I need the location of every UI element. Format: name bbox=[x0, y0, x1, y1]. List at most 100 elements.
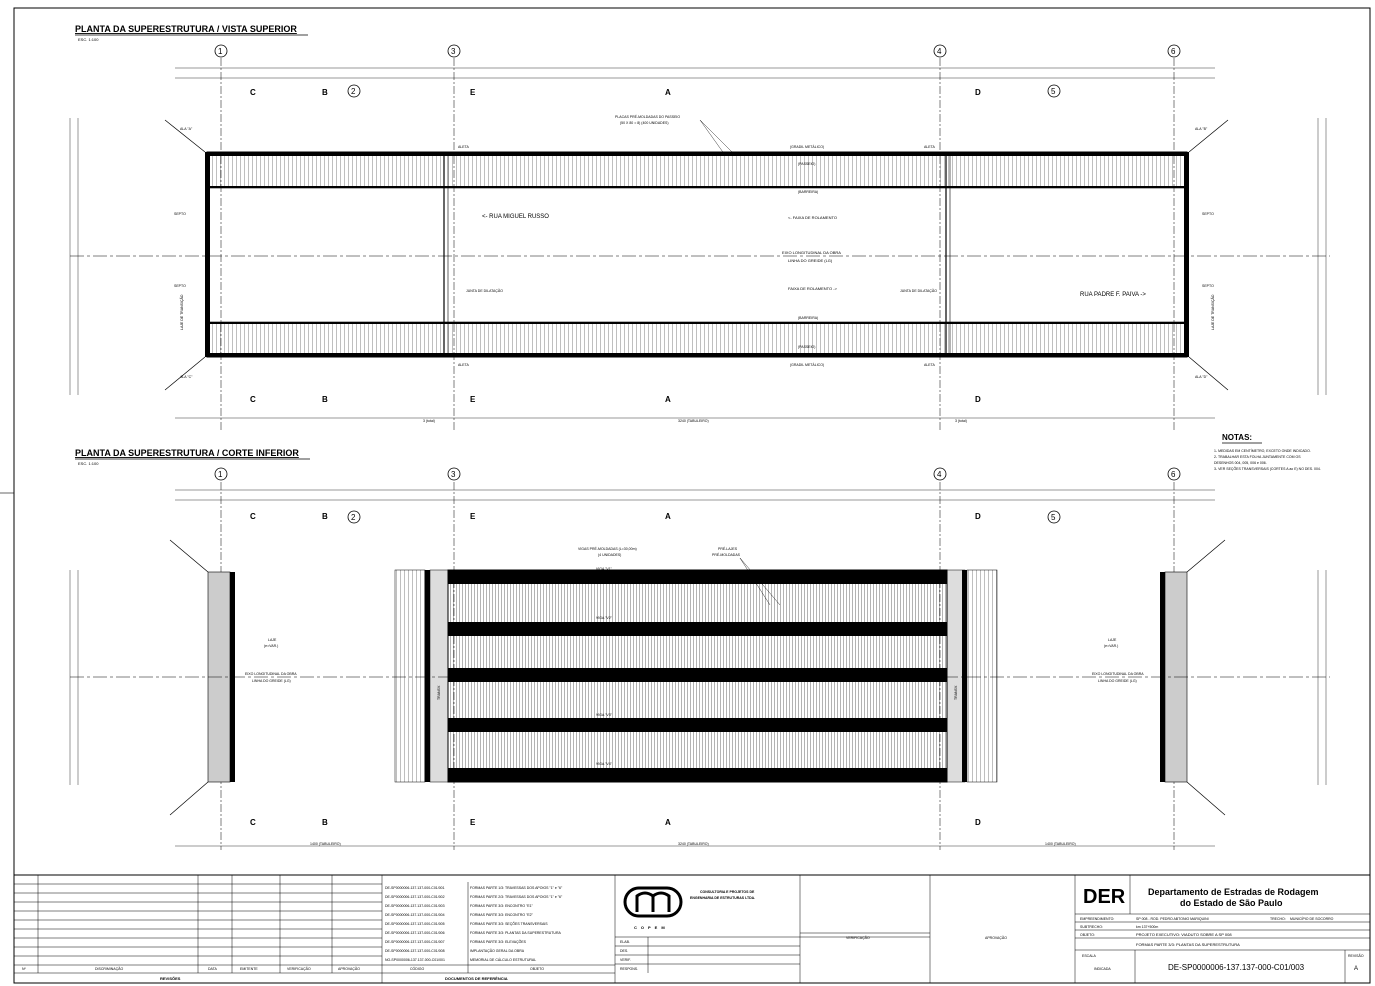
escala: INDICADA bbox=[1094, 967, 1111, 971]
subtrecho: km 137+500m bbox=[1136, 925, 1158, 929]
note-3: DESENHOS 004, 005, 006 e 006. bbox=[1214, 461, 1267, 465]
section-mark-b-top: B bbox=[322, 88, 328, 97]
curb-top: (BARREIRA) bbox=[798, 190, 818, 194]
laje-right: LAJE bbox=[1108, 638, 1117, 642]
axis-label-bot-left-1: EIXO LONGITUDINAL DA OBRA bbox=[245, 672, 297, 676]
bottom-plan-title: PLANTA DA SUPERESTRUTURA / CORTE INFERIO… bbox=[75, 448, 299, 458]
top-grid-bubbles bbox=[214, 44, 1181, 98]
rev-col-data: DATA bbox=[208, 967, 217, 971]
ref-code-header: CÓDIGO bbox=[410, 966, 424, 971]
wing-a-top: ALA "A" bbox=[180, 127, 193, 131]
span-right-bot: 1400 (TABULEIRO) bbox=[1045, 842, 1076, 846]
section-mark-d-top: D bbox=[975, 88, 981, 97]
septo-top-4: SEPTO bbox=[1202, 284, 1214, 288]
laje-left: LAJE bbox=[268, 638, 277, 642]
ref-code: DE-SP0000006-137.137-000-C01/001 bbox=[385, 886, 445, 890]
company-logo-text: COPEM bbox=[634, 925, 669, 930]
sidewalk-bottom: (PASSEIO) bbox=[798, 345, 815, 349]
wing-b-top: ALA "B" bbox=[1195, 127, 1208, 131]
grid-label-5-b: 5 bbox=[1051, 513, 1056, 522]
rev-col-aprov: APROVAÇÃO bbox=[338, 966, 360, 971]
section-mark-e-bot-b: E bbox=[470, 818, 476, 827]
section-mark-b-top-b: B bbox=[322, 395, 328, 404]
laje-right-2: (e=VAR.) bbox=[1104, 644, 1118, 648]
ref-code: DE-SP0000006-137.137-000-C01/007 bbox=[385, 940, 445, 944]
grid-label-4: 4 bbox=[937, 47, 942, 56]
rev-col-n: Nº bbox=[22, 967, 27, 971]
laje-left-2: (e=VAR.) bbox=[264, 644, 278, 648]
note-1: 1- MEDIDAS EM CENTÍMETRO, EXCETO ONDE IN… bbox=[1214, 449, 1311, 453]
septo-top-1: SEPTO bbox=[174, 212, 186, 216]
beam-note: VIGAS PRÉ-MOLDADAS (L=30,00m) bbox=[578, 546, 637, 551]
span-label-top-2: 3 (total) bbox=[955, 419, 967, 423]
revisao: A bbox=[1354, 966, 1358, 972]
rev-col-verif: VERIFICAÇÃO bbox=[287, 966, 311, 971]
ref-obj: FORMAS PARTE 3/3: ENCONTRO "E1" bbox=[470, 904, 534, 908]
empreendimento-label: EMPREENDIMENTO: bbox=[1080, 917, 1114, 921]
revisao-label: REVISÃO bbox=[1348, 953, 1364, 958]
ref-obj-header: OBJETO bbox=[530, 967, 544, 971]
section-mark-e-top: E bbox=[470, 88, 476, 97]
span-mid-bot: 3240 (TABULEIRO) bbox=[678, 842, 709, 846]
revisions-header: REVISÕES bbox=[160, 976, 181, 981]
title-block: Nº DISCRIMINAÇÃO DATA EMITENTE VERIFICAÇ… bbox=[13, 874, 1371, 984]
beam-note-2: (4 UNIDADES) bbox=[598, 553, 621, 557]
section-mark-e-top-b: E bbox=[470, 395, 476, 404]
section-mark-c-bot-b: C bbox=[250, 818, 256, 827]
span-main-top: 3240 (TABULEIRO) bbox=[678, 419, 709, 423]
grid-label-1-b: 1 bbox=[218, 470, 223, 479]
beam-v2: VIGA "V2" bbox=[596, 616, 613, 620]
axis-label-top-1: EIXO LONGITUDINAL DA OBRA bbox=[782, 250, 841, 255]
ref-obj: FORMAS PARTE 3/3: PLANTAS DA SUPERESTRUT… bbox=[470, 931, 561, 935]
municipio-label: TRECHO: bbox=[1270, 917, 1286, 921]
section-mark-a-bot-b: A bbox=[665, 818, 671, 827]
section-mark-b-bot-b: B bbox=[322, 818, 328, 827]
ref-code: DE-SP0000006-137.137-000-C01/002 bbox=[385, 895, 445, 899]
street-right: RUA PADRE F. PAIVA -> bbox=[1080, 292, 1146, 298]
joint-left: JUNTA DE DILATAÇÃO bbox=[466, 288, 503, 293]
top-plan-title: PLANTA DA SUPERESTRUTURA / VISTA SUPERIO… bbox=[75, 24, 297, 34]
slab-note-2: (50 X 80 = 8) (400 UNIDADES) bbox=[620, 121, 669, 125]
beam-v4: VIGA "V4" bbox=[596, 762, 613, 766]
street-left: <- RUA MIGUEL RUSSO bbox=[482, 214, 549, 220]
aleta-top-4: ALETA bbox=[924, 363, 935, 367]
ref-code: DE-SP0000006-137.137-000-C01/006 bbox=[385, 931, 445, 935]
label-verif: VERIF. bbox=[620, 958, 631, 962]
axis-label-bot-left-2: LINHA DO GREIDE (LG) bbox=[252, 679, 291, 683]
guard-bottom: (GRADIL METÁLICO) bbox=[790, 363, 824, 367]
ref-obj: FORMAS PARTE 3/3: ENCONTRO "E2" bbox=[470, 913, 534, 917]
aleta-top-3: ALETA bbox=[458, 363, 469, 367]
ref-obj: IMPLANTAÇÃO GERAL DA OBRA bbox=[470, 948, 525, 953]
section-mark-c-top: C bbox=[250, 88, 256, 97]
septo-top-3: SEPTO bbox=[1202, 212, 1214, 216]
wing-c-top: ALA "C" bbox=[180, 375, 193, 379]
section-mark-b-bot: B bbox=[322, 512, 328, 521]
beam-v1: VIGA "V1" bbox=[596, 567, 613, 571]
escala-label: ESCALA bbox=[1082, 954, 1096, 958]
reference-list: DE-SP0000006-137.137-000-C01/001 FORMAS … bbox=[385, 886, 563, 962]
note-4: 3- VER SEÇÕES TRANSVERSAIS (CORTES A ao … bbox=[1214, 466, 1321, 471]
ref-header: DOCUMENTOS DE REFERÊNCIA bbox=[445, 976, 508, 981]
transversina-left: TRANSV. bbox=[437, 685, 441, 700]
transversina-right: TRANSV. bbox=[954, 685, 958, 700]
grid-label-6: 6 bbox=[1171, 47, 1176, 56]
ref-code: DE-SP0000006-137.137-000-C01/003 bbox=[385, 904, 445, 908]
bottom-plan: PLANTA DA SUPERESTRUTURA / CORTE INFERIO… bbox=[69, 433, 1330, 850]
section-mark-e-bot: E bbox=[470, 512, 476, 521]
sidewalk-top: (PASSEIO) bbox=[798, 162, 815, 166]
label-respons: RESPONS. bbox=[620, 967, 638, 971]
empreendimento: SP 008 - ROD. PEDRO ABTONIO MARIQUINI bbox=[1136, 917, 1209, 921]
axis-label-top-2: LINHA DO GREIDE (LG) bbox=[788, 258, 833, 263]
ref-obj: MEMORIAL DE CÁLCULO ESTRUTURAL bbox=[470, 958, 536, 962]
laje-transicao-right: LAJE DE TRANSIÇÃO bbox=[1210, 294, 1215, 330]
company-logo bbox=[623, 886, 683, 918]
slab-note: PLACAS PRÉ-MOLDADAS DO PASSEIO bbox=[615, 114, 680, 119]
verificacao-label: VERIFICAÇÃO bbox=[846, 935, 870, 940]
dept-name-1: Departamento de Estradas de Rodagem bbox=[1148, 887, 1319, 897]
grid-label-2-b: 2 bbox=[351, 513, 356, 522]
objeto-label: OBJETO: bbox=[1080, 933, 1095, 937]
ref-obj: FORMAS PARTE 3/3: SEÇÕES TRANSVERSAIS bbox=[470, 921, 548, 926]
span-label-top-1: 3 (total) bbox=[423, 419, 435, 423]
aprovacao-label: APROVAÇÃO bbox=[985, 935, 1007, 940]
